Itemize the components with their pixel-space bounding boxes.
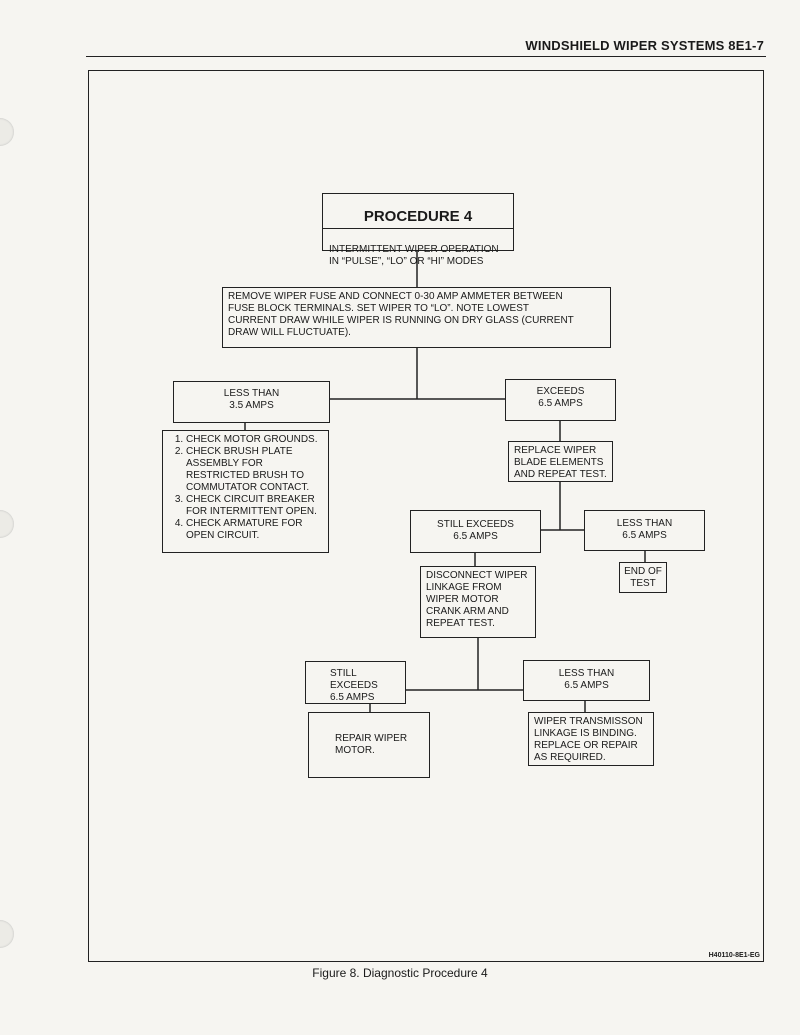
procedure-4-box: PROCEDURE 4 INTERMITTENT WIPER OPERATION… <box>322 193 514 267</box>
figure-frame <box>88 70 764 962</box>
binder-hole-middle <box>0 510 14 538</box>
still-exceeds-box-1: STILL EXCEEDS 6.5 AMPS <box>410 510 541 553</box>
procedure-subtitle: INTERMITTENT WIPER OPERATION IN “PULSE”,… <box>329 244 499 267</box>
page-header-title: WINDSHIELD WIPER SYSTEMS 8E1-7 <box>525 38 764 53</box>
check-step-1: CHECK MOTOR GROUNDS. <box>186 434 323 446</box>
still-exceeds-box-2: STILL EXCEEDS 6.5 AMPS <box>305 661 406 704</box>
figure-caption: Figure 8. Diagnostic Procedure 4 <box>312 966 488 980</box>
binder-hole-top <box>0 118 14 146</box>
less-than-6-5-amps-box-2: LESS THAN 6.5 AMPS <box>523 660 650 701</box>
check-step-4: CHECK ARMATURE FOR OPEN CIRCUIT. <box>186 518 323 542</box>
figure-id: H40110-8E1-EG <box>708 952 760 959</box>
remove-fuse-box: REMOVE WIPER FUSE AND CONNECT 0-30 AMP A… <box>222 287 611 348</box>
exceeds-6-5-amps-box: EXCEEDS 6.5 AMPS <box>505 379 616 421</box>
header-rule <box>86 56 766 57</box>
procedure-title: PROCEDURE 4 <box>323 206 513 229</box>
disconnect-linkage-box: DISCONNECT WIPER LINKAGE FROM WIPER MOTO… <box>420 566 536 638</box>
binder-hole-bottom <box>0 920 14 948</box>
checks-box: CHECK MOTOR GROUNDS. CHECK BRUSH PLATE A… <box>162 430 329 553</box>
replace-blade-box: REPLACE WIPER BLADE ELEMENTS AND REPEAT … <box>508 441 613 482</box>
transmission-binding-box: WIPER TRANSMISSON LINKAGE IS BINDING. RE… <box>528 712 654 766</box>
less-than-6-5-amps-box-1: LESS THAN 6.5 AMPS <box>584 510 705 551</box>
check-step-3: CHECK CIRCUIT BREAKER FOR INTERMITTENT O… <box>186 494 323 518</box>
end-of-test-box: END OF TEST <box>619 562 667 593</box>
less-than-3-5-amps-box: LESS THAN 3.5 AMPS <box>173 381 330 423</box>
repair-motor-box: REPAIR WIPER MOTOR. <box>308 712 430 778</box>
check-step-2: CHECK BRUSH PLATE ASSEMBLY FOR RESTRICTE… <box>186 446 323 494</box>
